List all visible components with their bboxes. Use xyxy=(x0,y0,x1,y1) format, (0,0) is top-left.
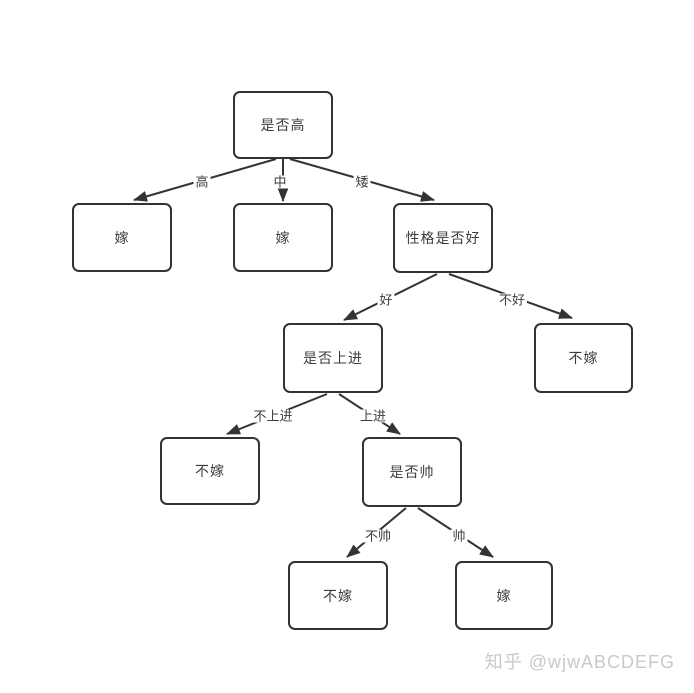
node-no-marry-not-ambitious: 不嫁 xyxy=(160,437,260,505)
node-no-marry-bad-personality: 不嫁 xyxy=(534,323,633,393)
zhihu-watermark: 知乎 @wjwABCDEFG xyxy=(484,652,675,672)
node-marry-tall: 嫁 xyxy=(72,203,172,272)
edge-label-ambitious: 上进 xyxy=(357,408,389,424)
node-is-tall: 是否高 xyxy=(233,91,333,159)
node-personality-good: 性格是否好 xyxy=(393,203,493,273)
edge-label-medium: 中 xyxy=(271,174,289,190)
edge-label-not-ambitious: 不上进 xyxy=(251,408,295,424)
node-no-marry-not-handsome: 不嫁 xyxy=(288,561,388,630)
edge-label-good: 好 xyxy=(377,292,395,308)
edge-label-handsome: 帅 xyxy=(450,528,468,544)
edge-label-not-handsome: 不帅 xyxy=(362,528,394,544)
edge-label-short: 矮 xyxy=(353,174,371,190)
node-is-ambitious: 是否上进 xyxy=(283,323,383,393)
edge-label-not-good: 不好 xyxy=(496,292,528,308)
node-marry-medium: 嫁 xyxy=(233,203,333,272)
node-is-handsome: 是否帅 xyxy=(362,437,462,507)
edge-label-tall: 高 xyxy=(193,174,211,190)
node-marry-handsome: 嫁 xyxy=(455,561,553,630)
